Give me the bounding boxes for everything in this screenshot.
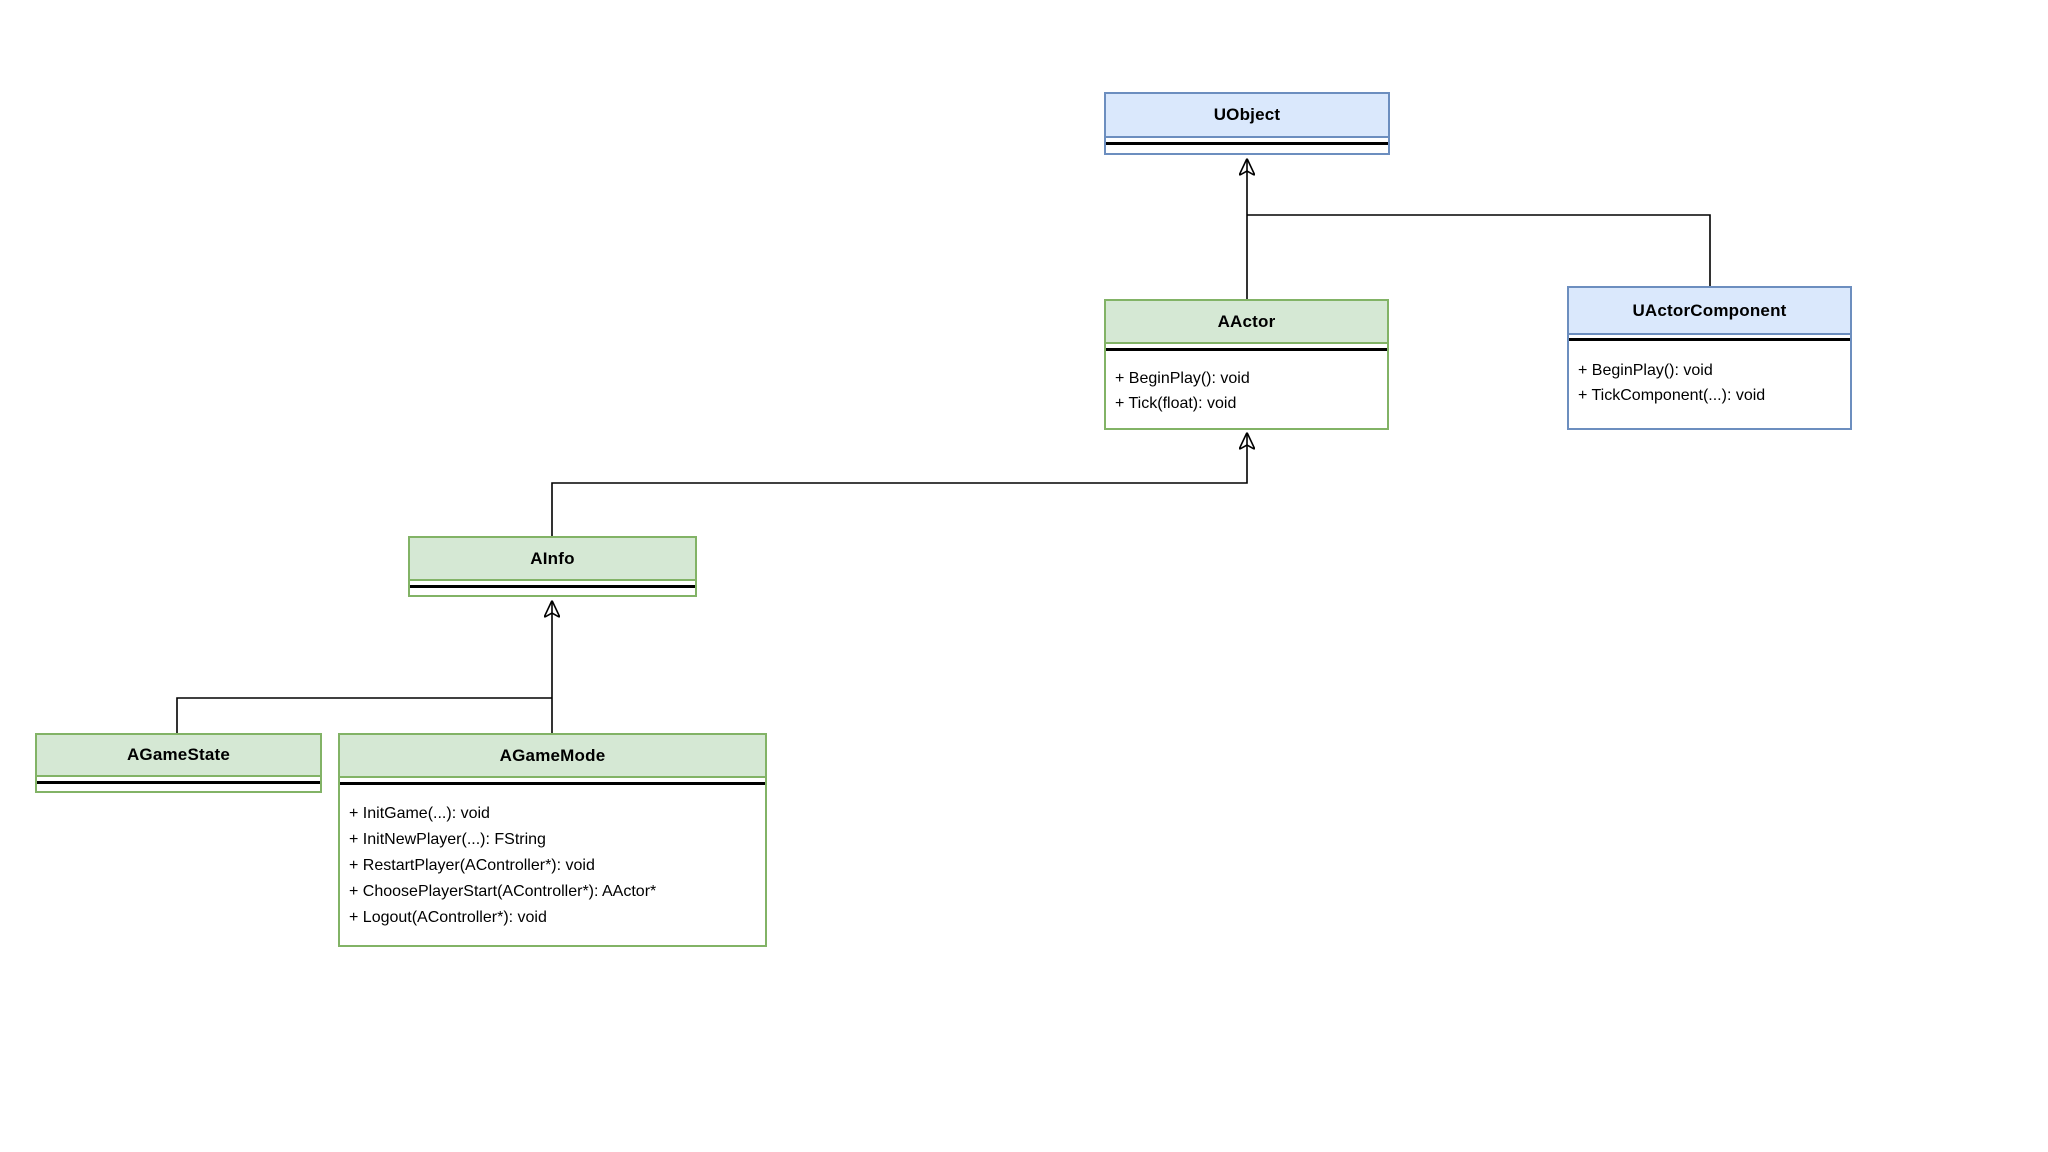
edge-agamestate-extends-ainfo [176,697,552,733]
class-box-ainfo: AInfo [408,536,697,597]
class-box-aactor: AActor + BeginPlay(): void + Tick(float)… [1104,299,1389,430]
empty-attributes-compartment [340,778,765,782]
class-title-agamestate: AGameState [37,735,320,777]
class-title-uactorcomponent: UActorComponent [1569,288,1850,335]
method-item: + InitNewPlayer(...): FString [349,831,546,848]
class-box-uactorcomponent: UActorComponent + BeginPlay(): void + Ti… [1567,286,1852,430]
compartment-separator [1569,338,1850,341]
method-item: + TickComponent(...): void [1578,387,1766,404]
class-box-agamestate: AGameState [35,733,322,793]
method-item: + Tick(float): void [1115,395,1237,412]
method-item: + ChoosePlayerStart(AController*): AActo… [349,883,657,900]
empty-attributes-compartment [410,581,695,585]
empty-methods-compartment [410,588,695,595]
class-box-uobject: UObject [1104,92,1390,155]
edge-ainfo-extends-aactor [551,434,1247,536]
compartment-separator [410,585,695,588]
compartment-separator [1106,142,1388,145]
compartment-separator [37,781,320,784]
class-title-agamemode: AGameMode [340,735,765,778]
method-item: + RestartPlayer(AController*): void [349,857,595,874]
class-title-aactor: AActor [1106,301,1387,344]
compartment-separator [340,782,765,785]
method-item: + InitGame(...): void [349,805,490,822]
empty-attributes-compartment [1106,138,1388,142]
methods-compartment: + BeginPlay(): void + Tick(float): void [1106,351,1387,428]
method-item: + Logout(AController*): void [349,909,547,926]
compartment-separator [1106,348,1387,351]
class-title-uobject: UObject [1106,94,1388,138]
class-title-ainfo: AInfo [410,538,695,581]
methods-compartment: + InitGame(...): void + InitNewPlayer(..… [340,785,765,945]
empty-methods-compartment [37,784,320,791]
empty-attributes-compartment [1106,344,1387,348]
class-box-agamemode: AGameMode + InitGame(...): void + InitNe… [338,733,767,947]
empty-attributes-compartment [37,777,320,781]
edge-uactorcomponent-extends-uobject [1247,214,1711,286]
methods-compartment: + BeginPlay(): void + TickComponent(...)… [1569,341,1850,428]
empty-attributes-compartment [1569,335,1850,338]
empty-methods-compartment [1106,145,1388,153]
method-item: + BeginPlay(): void [1115,370,1250,387]
method-item: + BeginPlay(): void [1578,362,1713,379]
